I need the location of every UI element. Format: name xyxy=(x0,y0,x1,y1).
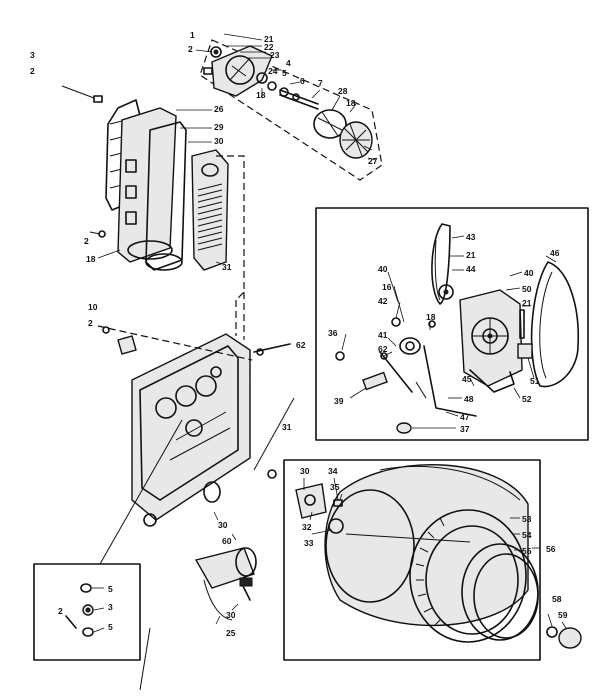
callout-43: 43 xyxy=(466,232,476,242)
callout-32: 32 xyxy=(302,522,312,532)
callout-10: 10 xyxy=(88,302,98,312)
callout-35: 35 xyxy=(330,482,340,492)
callout-3: 3 xyxy=(30,50,35,60)
callout-5c: 5 xyxy=(108,622,113,632)
drum-support-parts xyxy=(194,547,257,625)
callout-30: 30 xyxy=(214,136,224,146)
callout-39: 39 xyxy=(334,396,344,406)
callout-28: 28 xyxy=(338,86,348,96)
callout-47: 47 xyxy=(460,412,470,422)
callout-18c: 18 xyxy=(86,254,96,264)
inset-hardware xyxy=(33,419,183,691)
callout-7: 7 xyxy=(318,78,323,88)
callout-46: 46 xyxy=(550,248,560,258)
callout-29: 29 xyxy=(214,122,224,132)
callout-1: 1 xyxy=(190,30,195,40)
callout-34: 34 xyxy=(328,466,338,476)
callout-2d: 2 xyxy=(88,318,93,328)
callout-51: 51 xyxy=(530,376,540,386)
callout-59: 59 xyxy=(558,610,568,620)
callout-58: 58 xyxy=(552,594,562,604)
callout-62: 62 xyxy=(296,340,306,350)
callout-2e: 2 xyxy=(58,606,63,616)
callout-31: 31 xyxy=(222,262,232,272)
callout-33: 33 xyxy=(304,538,314,548)
callout-41: 41 xyxy=(378,330,388,340)
exhaust-duct-assembly xyxy=(61,85,245,301)
callout-6: 6 xyxy=(300,76,305,86)
blower-assembly xyxy=(195,33,383,181)
callout-45: 45 xyxy=(462,374,472,384)
callout-30c: 30 xyxy=(218,520,228,530)
drum-assembly xyxy=(253,397,582,661)
callout-23: 23 xyxy=(270,50,280,60)
callout-18b: 18 xyxy=(346,98,356,108)
motor-drive-assembly xyxy=(315,207,589,441)
callout-21b: 21 xyxy=(466,250,476,260)
callout-18d: 18 xyxy=(426,312,436,322)
callout-31b: 31 xyxy=(282,422,292,432)
callout-44: 44 xyxy=(466,264,476,274)
callout-labels: 1 21 22 23 2 4 24 5 6 7 18 28 18 27 3 2 … xyxy=(30,30,568,638)
callout-54: 54 xyxy=(522,530,532,540)
callout-3b: 3 xyxy=(108,602,113,612)
callout-40: 40 xyxy=(378,264,388,274)
callout-24: 24 xyxy=(268,66,278,76)
callout-4: 4 xyxy=(286,58,291,68)
callout-30d: 30 xyxy=(226,610,236,620)
callout-22: 22 xyxy=(264,42,274,52)
callout-2: 2 xyxy=(188,44,193,54)
callout-53: 53 xyxy=(522,514,532,524)
callout-16: 16 xyxy=(382,282,392,292)
callout-5: 5 xyxy=(282,68,287,78)
callout-55: 55 xyxy=(522,546,532,556)
callout-50: 50 xyxy=(522,284,532,294)
callout-21: 21 xyxy=(264,34,274,44)
callout-62b: 62 xyxy=(378,344,388,354)
callout-48: 48 xyxy=(464,394,474,404)
callout-2b: 2 xyxy=(30,66,35,76)
callout-25: 25 xyxy=(226,628,236,638)
callout-56: 56 xyxy=(546,544,556,554)
callout-52: 52 xyxy=(522,394,532,404)
callout-36: 36 xyxy=(328,328,338,338)
callout-42: 42 xyxy=(378,296,388,306)
rear-panel-assembly xyxy=(97,292,291,541)
callout-40b: 40 xyxy=(524,268,534,278)
callout-37: 37 xyxy=(460,424,470,434)
callout-30b: 30 xyxy=(300,466,310,476)
callout-60: 60 xyxy=(222,536,232,546)
callout-26: 26 xyxy=(214,104,224,114)
callout-18: 18 xyxy=(256,90,266,100)
callout-5b: 5 xyxy=(108,584,113,594)
callout-27: 27 xyxy=(368,156,378,166)
callout-2c: 2 xyxy=(84,236,89,246)
callout-21c: 21 xyxy=(522,298,532,308)
